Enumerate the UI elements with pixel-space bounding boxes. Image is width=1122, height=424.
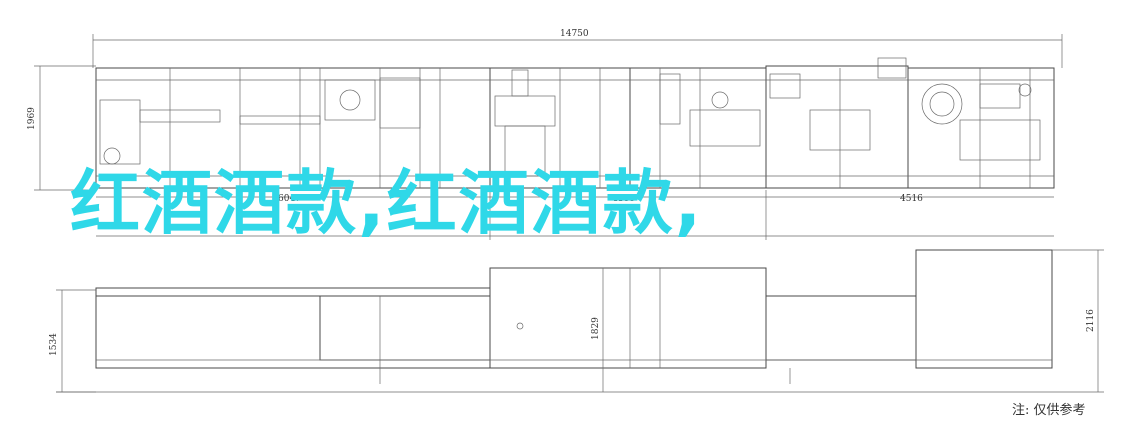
dim-seg-a: 6047 — [278, 194, 301, 204]
dim-seg-c: 4516 — [900, 194, 923, 204]
machine-bottom-view — [95, 249, 1053, 384]
dim-seg-b: 4188 — [612, 194, 635, 204]
machine-top-view — [95, 57, 1055, 189]
segment-dimensions — [96, 190, 1054, 240]
dim-mid-height-bottom: 1829 — [591, 317, 601, 340]
dim-left-height-bottom: 1534 — [49, 333, 59, 356]
left-height-dimension-top — [34, 65, 96, 191]
bottom-height-dimensions — [56, 249, 1104, 393]
overlay-title-text: 红酒酒款,红酒酒款, — [70, 162, 704, 244]
top-dimension-line — [92, 34, 1063, 68]
reference-note: 注: 仅供参考 — [1012, 403, 1086, 418]
dim-right-height-bottom: 2116 — [1086, 309, 1096, 332]
dim-left-height-top: 1969 — [27, 107, 37, 130]
dim-top-total: 14750 — [560, 29, 589, 39]
